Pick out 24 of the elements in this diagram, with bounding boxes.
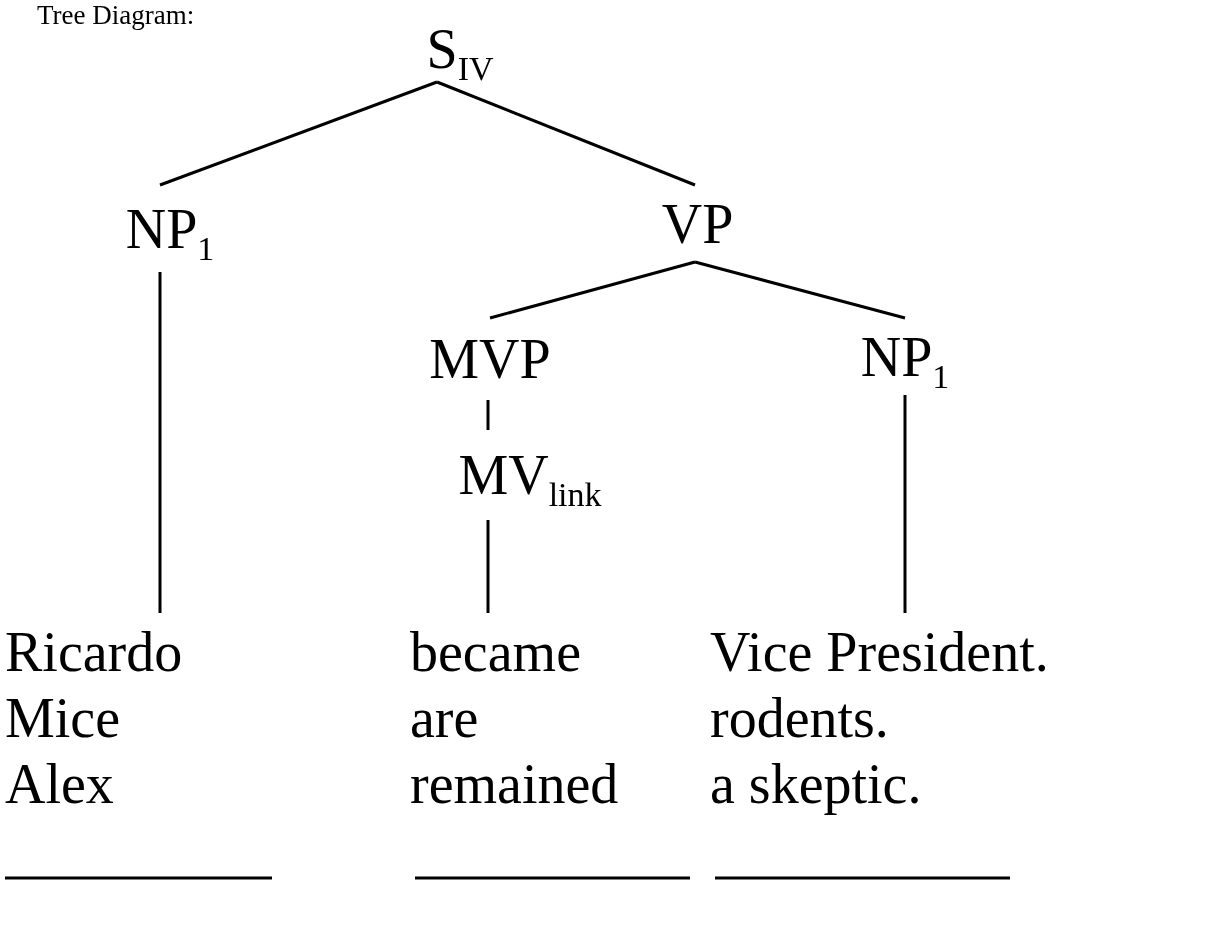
- sentence-word: are: [410, 686, 479, 751]
- diagram-title: Tree Diagram:: [37, 0, 195, 31]
- tree-node-label: VP: [661, 191, 734, 257]
- sentence-word: became: [410, 620, 581, 685]
- tree-branch-line: [486, 400, 490, 430]
- sentence-word: Vice President.: [710, 620, 1049, 685]
- sentence-word: remained: [410, 752, 619, 817]
- tree-branch-line: [158, 272, 162, 613]
- sentence-word: Alex: [5, 752, 114, 817]
- tree-node-label: NP$_{1}$: [125, 196, 215, 262]
- tree-branch-line: [436, 80, 696, 187]
- sentence-word: Ricardo: [5, 620, 183, 685]
- tree-node-label: S$_{IV}$: [426, 16, 494, 82]
- tree-branch-line: [486, 520, 490, 613]
- tree-node-label: MV$_{link}$: [458, 443, 602, 508]
- tree-branch-line: [903, 395, 907, 613]
- tree-branch-line: [159, 80, 438, 187]
- tree-branch-line: [694, 260, 906, 320]
- sentence-word: Mice: [5, 686, 121, 751]
- tree-node-label: NP$_{1}$: [860, 324, 950, 390]
- sentence-word: rodents.: [710, 686, 889, 751]
- sentence-word: a skeptic.: [710, 752, 922, 817]
- tree-node-label: MVP: [429, 327, 551, 392]
- tree-branch-line: [489, 260, 696, 320]
